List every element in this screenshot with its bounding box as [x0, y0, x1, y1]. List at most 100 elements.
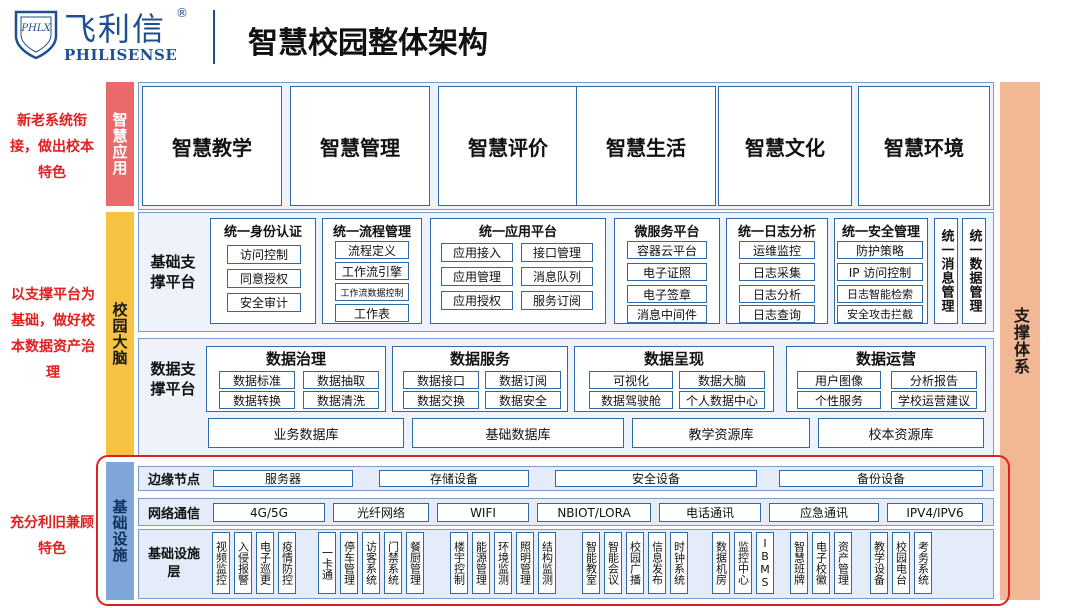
group-unified-app-platform: 统一应用平台 应用接入 接口管理 应用管理 消息队列 应用授权 服务订阅 [430, 218, 606, 324]
group-title: 数据呈现 [643, 349, 704, 368]
facility-item[interactable]: 一卡通 [318, 532, 336, 594]
app-smart-management[interactable]: 智慧管理 [290, 86, 430, 206]
net-4g5g[interactable]: 4G/5G [213, 503, 325, 522]
facility-item[interactable]: 疫情防控 [278, 532, 296, 594]
net-ipv4-ipv6[interactable]: IPV4/IPV6 [887, 503, 983, 522]
item-dashboard[interactable]: 数据驾驶舱 [589, 391, 673, 409]
edge-security[interactable]: 安全设备 [555, 470, 757, 487]
item-data-clean[interactable]: 数据清洗 [303, 391, 379, 409]
brand-en: PHILISENSE [64, 46, 178, 64]
db-basic[interactable]: 基础数据库 [412, 418, 624, 448]
facility-item[interactable]: 环境监测 [494, 532, 512, 594]
group-data-presentation: 数据呈现 可视化 数据大脑 数据驾驶舱 个人数据中心 [574, 346, 774, 412]
app-smart-evaluation[interactable]: 智慧评价 [438, 86, 578, 206]
item-log-analyze[interactable]: 日志分析 [739, 285, 815, 303]
facility-item[interactable]: 结构监测 [538, 532, 556, 594]
facility-item[interactable]: 照明管理 [516, 532, 534, 594]
item-log-query[interactable]: 日志查询 [739, 305, 815, 323]
layer-bar-infra: 基础设施 [106, 462, 134, 600]
facility-item[interactable]: 教学设备 [870, 532, 888, 594]
app-smart-life[interactable]: 智慧生活 [576, 86, 716, 206]
item-data-standard[interactable]: 数据标准 [219, 371, 295, 389]
net-wifi[interactable]: WIFI [437, 503, 529, 522]
facility-item[interactable]: 电子巡更 [256, 532, 274, 594]
facility-item[interactable]: 时钟系统 [670, 532, 688, 594]
db-teaching-resource[interactable]: 教学资源库 [632, 418, 810, 448]
edge-backup[interactable]: 备份设备 [779, 470, 983, 487]
group-unified-data[interactable]: 统一数据管理 [962, 218, 986, 324]
item-consent[interactable]: 同意授权 [227, 269, 301, 288]
item-flow-define[interactable]: 流程定义 [335, 241, 409, 259]
group-unified-message[interactable]: 统一消息管理 [934, 218, 958, 324]
item-data-exchange[interactable]: 数据交换 [403, 391, 479, 409]
item-personal-data[interactable]: 个人数据中心 [679, 391, 765, 409]
item-app-manage[interactable]: 应用管理 [441, 267, 513, 286]
item-user-image[interactable]: 用户图像 [797, 371, 881, 389]
item-middleware[interactable]: 消息中间件 [627, 305, 707, 323]
item-data-extract[interactable]: 数据抽取 [303, 371, 379, 389]
item-flow-engine[interactable]: 工作流引擎 [335, 262, 409, 280]
item-app-access[interactable]: 应用接入 [441, 243, 513, 262]
facility-item[interactable]: 考务系统 [914, 532, 932, 594]
facility-item[interactable]: 访客系统 [362, 532, 380, 594]
db-business[interactable]: 业务数据库 [208, 418, 404, 448]
app-smart-environment[interactable]: 智慧环境 [858, 86, 990, 206]
facility-item[interactable]: IBMS [756, 532, 774, 594]
group-unified-security: 统一安全管理 防护策略 IP 访问控制 日志智能检索 安全攻击拦截 [834, 218, 928, 324]
item-msg-queue[interactable]: 消息队列 [521, 267, 593, 286]
item-data-transform[interactable]: 数据转换 [219, 391, 295, 409]
item-analysis-report[interactable]: 分析报告 [891, 371, 977, 389]
facility-item[interactable]: 资产管理 [834, 532, 852, 594]
page-title: 智慧校园整体架构 [248, 26, 488, 61]
item-flow-data[interactable]: 工作流数据控制 [335, 283, 409, 301]
facility-item[interactable]: 数据机房 [712, 532, 730, 594]
item-ip-access[interactable]: IP 访问控制 [837, 263, 923, 281]
item-protect-policy[interactable]: 防护策略 [837, 241, 923, 259]
item-log-collect[interactable]: 日志采集 [739, 263, 815, 281]
app-smart-teaching[interactable]: 智慧教学 [142, 86, 282, 206]
facility-item[interactable]: 入侵报警 [234, 532, 252, 594]
item-visualization[interactable]: 可视化 [589, 371, 673, 389]
item-personal-service[interactable]: 个性服务 [797, 391, 881, 409]
item-attack-block[interactable]: 安全攻击拦截 [837, 305, 923, 323]
net-phone[interactable]: 电话通讯 [659, 503, 761, 522]
facility-item[interactable]: 智能教室 [582, 532, 600, 594]
item-app-auth[interactable]: 应用授权 [441, 291, 513, 310]
item-data-security[interactable]: 数据安全 [485, 391, 561, 409]
item-e-license[interactable]: 电子证照 [627, 263, 707, 281]
net-emergency[interactable]: 应急通讯 [769, 503, 879, 522]
facility-item[interactable]: 停车管理 [340, 532, 358, 594]
item-api-manage[interactable]: 接口管理 [521, 243, 593, 262]
facility-item[interactable]: 智慧班牌 [790, 532, 808, 594]
item-ops-advice[interactable]: 学校运营建议 [891, 391, 977, 409]
item-data-brain[interactable]: 数据大脑 [679, 371, 765, 389]
facility-item[interactable]: 校园广播 [626, 532, 644, 594]
facility-item[interactable]: 监控中心 [734, 532, 752, 594]
item-e-sign[interactable]: 电子签章 [627, 285, 707, 303]
facility-item[interactable]: 能源管理 [472, 532, 490, 594]
app-smart-culture[interactable]: 智慧文化 [718, 86, 852, 206]
net-fiber[interactable]: 光纤网络 [333, 503, 429, 522]
item-audit[interactable]: 安全审计 [227, 293, 301, 312]
db-school-resource[interactable]: 校本资源库 [818, 418, 984, 448]
item-access-control[interactable]: 访问控制 [227, 245, 301, 264]
facility-item[interactable]: 智能会议 [604, 532, 622, 594]
item-ops-monitor[interactable]: 运维监控 [739, 241, 815, 259]
item-data-api[interactable]: 数据接口 [403, 371, 479, 389]
item-worksheet[interactable]: 工作表 [335, 304, 409, 322]
edge-storage[interactable]: 存储设备 [379, 470, 529, 487]
edge-server[interactable]: 服务器 [213, 470, 353, 487]
facility-item[interactable]: 信息发布 [648, 532, 666, 594]
item-log-search[interactable]: 日志智能检索 [837, 285, 923, 303]
item-subscribe[interactable]: 服务订阅 [521, 291, 593, 310]
facility-item[interactable]: 门禁系统 [384, 532, 402, 594]
facility-item[interactable]: 楼宇控制 [450, 532, 468, 594]
data-platform-label: 数据支撑平台 [150, 360, 196, 398]
facility-item[interactable]: 电子校徽 [812, 532, 830, 594]
net-nbiot-lora[interactable]: NBIOT/LORA [537, 503, 651, 522]
facility-item[interactable]: 视频监控 [212, 532, 230, 594]
item-data-subscribe[interactable]: 数据订阅 [485, 371, 561, 389]
item-container-cloud[interactable]: 容器云平台 [627, 241, 707, 259]
facility-item[interactable]: 校园电台 [892, 532, 910, 594]
facility-item[interactable]: 餐厨管理 [406, 532, 424, 594]
